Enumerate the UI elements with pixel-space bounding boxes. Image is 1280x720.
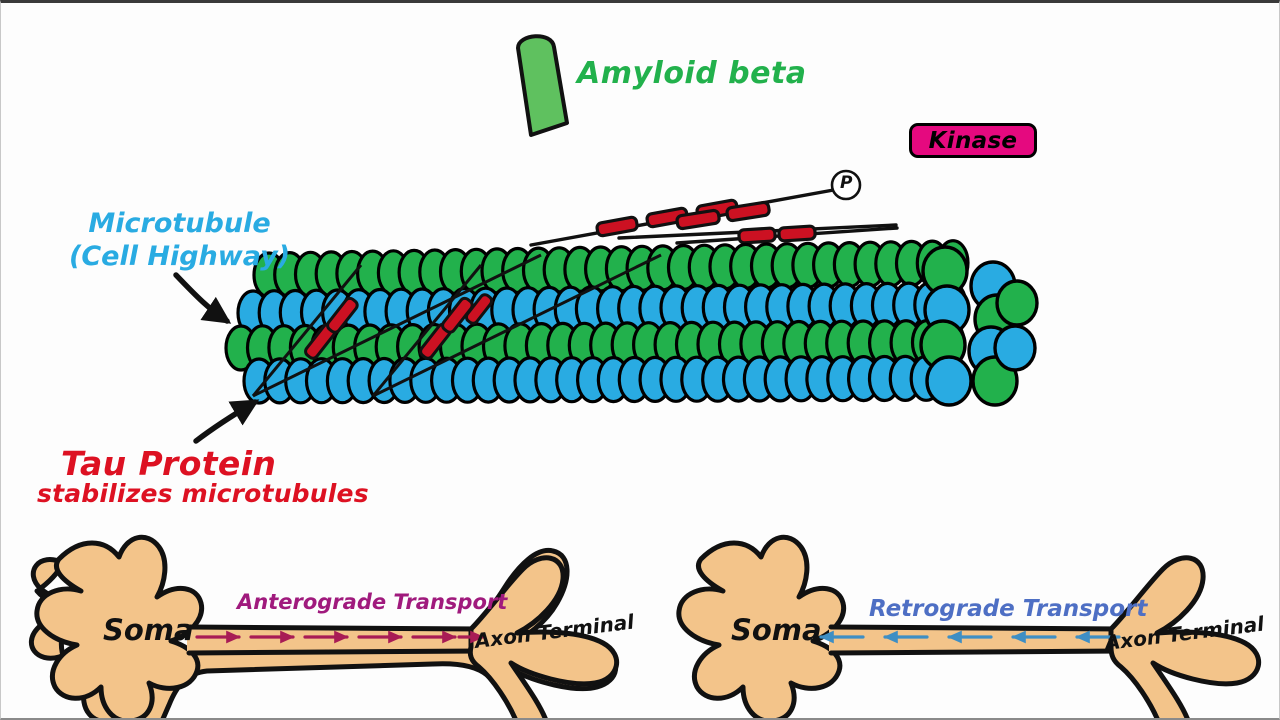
tau-protein-label: Tau Protein bbox=[61, 444, 277, 483]
tubulin-subunit-free bbox=[925, 355, 973, 407]
retrograde-transport-label: Retrograde Transport bbox=[869, 596, 1148, 622]
microtubule-label: Microtubule(Cell Highway) bbox=[69, 208, 290, 274]
kinase-label: Kinase bbox=[928, 127, 1018, 154]
kinase-badge: Kinase bbox=[909, 123, 1037, 158]
microtubule-pointer-arrow bbox=[173, 272, 232, 324]
microtubule-label-line2: (Cell Highway) bbox=[69, 240, 291, 272]
microtubule-row-blue-bottom bbox=[242, 354, 964, 405]
microtubule-label-line1: Microtubule bbox=[88, 208, 271, 239]
soma-label-right: Soma bbox=[731, 613, 822, 647]
neuron-anterograde bbox=[29, 534, 620, 718]
anterograde-transport-label: Anterograde Transport bbox=[237, 590, 508, 614]
tubulin-subunit-free bbox=[995, 279, 1039, 327]
tau-pointer-arrow bbox=[193, 399, 260, 444]
tau-crosslinks bbox=[251, 253, 662, 398]
tau-protein-sublabel: stabilizes microtubules bbox=[37, 479, 369, 508]
phosphate-marker-icon bbox=[830, 169, 862, 201]
soma-label-left: Soma bbox=[103, 613, 194, 647]
tubulin-subunit-free bbox=[993, 324, 1037, 372]
diagram-graphics bbox=[29, 34, 1262, 718]
tau-strand-lower bbox=[675, 224, 899, 245]
amyloid-beta-shape bbox=[516, 34, 569, 137]
amyloid-beta-label: Amyloid beta bbox=[577, 56, 807, 91]
neuron-retrograde bbox=[676, 534, 1262, 718]
phosphate-label: P bbox=[840, 173, 853, 193]
microtubule-free-subunits bbox=[919, 245, 1039, 407]
